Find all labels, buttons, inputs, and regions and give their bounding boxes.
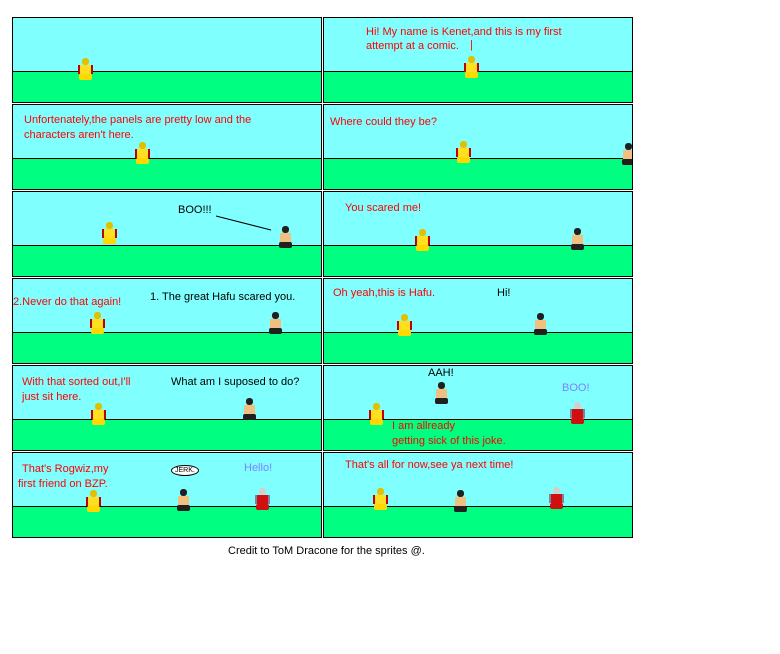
ground	[324, 332, 632, 363]
panel-6: You scared me!	[323, 191, 633, 277]
panel-11: That's Rogwiz,my first friend on BZP. JE…	[12, 452, 322, 538]
hafu-sprite	[241, 398, 257, 420]
speech-text: Hi! My name is Kenet,and this is my firs…	[366, 26, 562, 38]
panel-8: Oh yeah,this is Hafu. Hi!	[323, 278, 633, 364]
speech-text: That's all for now,see ya next time!	[345, 459, 514, 471]
ground	[324, 71, 632, 102]
ground	[13, 506, 321, 537]
ground	[13, 419, 321, 450]
rogwiz-sprite	[254, 488, 270, 510]
ground	[324, 506, 632, 537]
speech-text: 2.Never do that again!	[13, 296, 122, 308]
speech-text: first friend on BZP.	[18, 478, 108, 490]
thought-bubble: JERK.	[171, 465, 199, 476]
kenet-sprite	[414, 229, 430, 251]
credit-caption: Credit to ToM Dracone for the sprites @.	[228, 545, 425, 557]
panel-3: Unfortenately,the panels are pretty low …	[12, 104, 322, 190]
speech-text: 1. The great Hafu scared you.	[150, 291, 296, 303]
speech-text: With that sorted out,I'll	[22, 376, 131, 388]
hafu-sprite	[452, 490, 468, 512]
speech-text: Hi!	[497, 287, 511, 299]
panel-12: That's all for now,see ya next time!	[323, 452, 633, 538]
ground	[324, 158, 632, 189]
ground	[324, 245, 632, 276]
speech-line	[215, 215, 272, 231]
kenet-sprite	[89, 312, 105, 334]
speech-text: attempt at a comic.	[366, 40, 459, 52]
speech-mark: |	[470, 39, 473, 51]
panel-7: 2.Never do that again! 1. The great Hafu…	[12, 278, 322, 364]
speech-text: BOO!!!	[178, 204, 212, 216]
hafu-sprite	[267, 312, 283, 334]
hafu-sprite	[277, 226, 293, 248]
kenet-sprite	[455, 141, 471, 163]
hafu-sprite	[433, 382, 449, 404]
speech-text: That's Rogwiz,my	[22, 463, 109, 475]
hafu-sprite	[532, 313, 548, 335]
speech-text: getting sick of this joke.	[392, 435, 506, 447]
panel-9: With that sorted out,I'll just sit here.…	[12, 365, 322, 451]
ground	[13, 158, 321, 189]
speech-text: BOO!	[562, 382, 590, 394]
speech-text: Where could they be?	[330, 116, 438, 128]
speech-text: I am allready	[392, 420, 455, 432]
kenet-sprite	[372, 488, 388, 510]
panel-10: AAH! BOO! I am allready getting sick of …	[323, 365, 633, 451]
speech-text: You scared me!	[345, 202, 422, 214]
kenet-sprite	[101, 222, 117, 244]
speech-text: AAH!	[428, 367, 454, 379]
hafu-sprite	[569, 228, 585, 250]
rogwiz-sprite	[548, 487, 564, 509]
hafu-sprite	[175, 489, 191, 511]
speech-text: characters aren't here.	[24, 129, 134, 141]
kenet-sprite	[368, 403, 384, 425]
speech-text: What am I suposed to do?	[171, 376, 300, 388]
kenet-sprite	[77, 58, 93, 80]
speech-text: Hello!	[244, 462, 273, 474]
kenet-sprite	[463, 56, 479, 78]
speech-text: just sit here.	[22, 391, 82, 403]
panel-4: Where could they be?	[323, 104, 633, 190]
panel-5: BOO!!!	[12, 191, 322, 277]
ground	[13, 71, 321, 102]
ground	[13, 332, 321, 363]
kenet-sprite	[396, 314, 412, 336]
panel-1	[12, 17, 322, 103]
speech-text: Oh yeah,this is Hafu.	[333, 287, 436, 299]
rogwiz-sprite	[569, 402, 585, 424]
hafu-sprite	[620, 143, 632, 165]
kenet-sprite	[90, 403, 106, 425]
kenet-sprite	[134, 142, 150, 164]
ground	[13, 245, 321, 276]
panel-2: Hi! My name is Kenet,and this is my firs…	[323, 17, 633, 103]
kenet-sprite	[85, 490, 101, 512]
speech-text: Unfortenately,the panels are pretty low …	[24, 114, 252, 126]
